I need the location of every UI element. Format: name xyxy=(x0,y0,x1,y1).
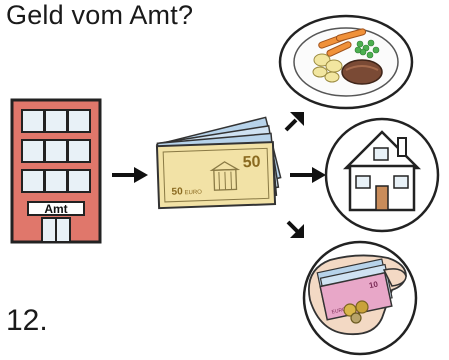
banknote-value: 50 xyxy=(242,154,260,172)
arrow-icon xyxy=(284,112,304,132)
meal-plate-icon xyxy=(278,14,414,110)
banknote-currency: EURO xyxy=(185,190,203,197)
building-sign: Amt xyxy=(44,202,67,216)
money-bundle-icon: 50 50 EURO xyxy=(155,116,282,210)
arrow-icon xyxy=(112,167,148,183)
banknote-value-small: 50 xyxy=(171,186,183,197)
page-number: 12. xyxy=(6,304,48,337)
hand-money-icon: 10 EURO xyxy=(302,240,418,356)
page-title: Geld vom Amt? xyxy=(6,0,194,30)
house-icon xyxy=(324,117,440,233)
coin-note-currency: EURO xyxy=(331,307,346,316)
arrow-icon xyxy=(286,220,304,238)
coin-note-value: 10 xyxy=(368,279,379,290)
arrow-icon xyxy=(290,167,326,183)
building-icon: Amt xyxy=(10,98,102,244)
